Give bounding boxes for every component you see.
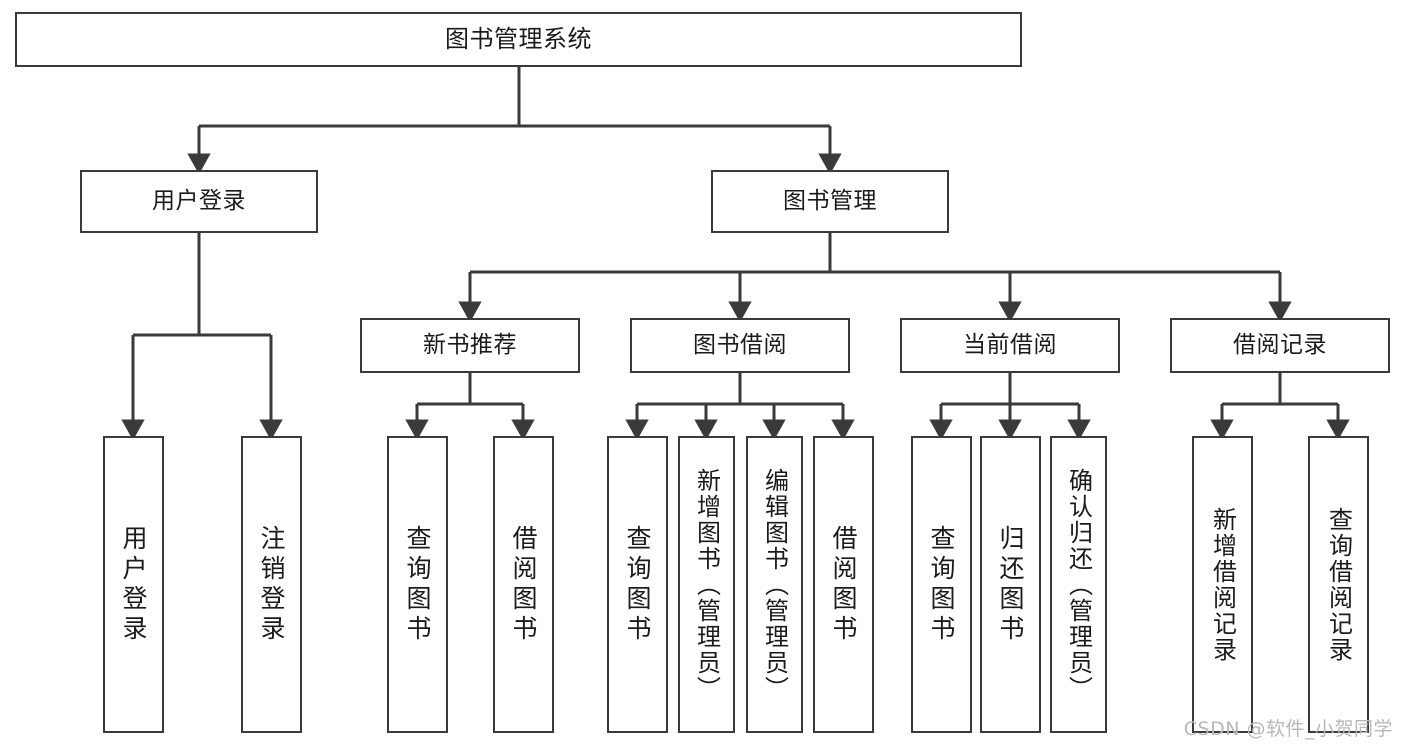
node-label: 借阅图书 — [829, 524, 858, 645]
node-leaf-add-book-admin[interactable]: 新增图书（管理员） — [678, 436, 735, 733]
node-leaf-borrow-book-recommend[interactable]: 借阅图书 — [493, 436, 554, 733]
node-label: 查询图书 — [623, 524, 652, 645]
node-user-login[interactable]: 用户登录 — [80, 170, 318, 233]
node-root-book-management-system[interactable]: 图书管理系统 — [15, 12, 1022, 67]
node-label: 新书推荐 — [423, 331, 517, 358]
node-leaf-query-book-recommend[interactable]: 查询图书 — [387, 436, 448, 733]
node-leaf-edit-book-admin[interactable]: 编辑图书（管理员） — [746, 436, 803, 733]
csdn-watermark: CSDN @软件_小贺同学 — [1183, 718, 1393, 740]
node-leaf-return-book[interactable]: 归还图书 — [980, 436, 1041, 733]
node-label: 借阅图书 — [509, 524, 538, 645]
node-label: 图书管理系统 — [445, 25, 592, 54]
node-label: 新增借阅记录 — [1208, 506, 1237, 663]
node-new-book-recommend[interactable]: 新书推荐 — [360, 318, 580, 373]
node-borrow-record[interactable]: 借阅记录 — [1170, 318, 1390, 373]
node-label: 图书管理 — [783, 187, 877, 214]
node-current-borrow[interactable]: 当前借阅 — [900, 318, 1120, 373]
node-label: 查询图书 — [927, 524, 956, 645]
node-label: 查询图书 — [403, 524, 432, 645]
node-label: 新增图书（管理员） — [692, 467, 721, 702]
node-label: 用户登录 — [119, 524, 148, 645]
node-label: 借阅记录 — [1233, 331, 1327, 358]
node-leaf-user-login[interactable]: 用户登录 — [103, 436, 164, 733]
node-label: 图书借阅 — [693, 331, 787, 358]
node-leaf-query-book-current[interactable]: 查询图书 — [911, 436, 972, 733]
node-leaf-query-book-borrow[interactable]: 查询图书 — [607, 436, 668, 733]
node-label: 注销登录 — [257, 524, 286, 645]
node-leaf-borrow-book[interactable]: 借阅图书 — [813, 436, 874, 733]
node-leaf-logout[interactable]: 注销登录 — [241, 436, 302, 733]
node-label: 用户登录 — [152, 187, 246, 214]
node-label: 确认归还（管理员） — [1064, 467, 1093, 702]
node-book-management[interactable]: 图书管理 — [711, 170, 949, 233]
node-label: 查询借阅记录 — [1324, 506, 1353, 663]
node-label: 归还图书 — [996, 524, 1025, 645]
node-label: 编辑图书（管理员） — [760, 467, 789, 702]
node-label: 当前借阅 — [963, 331, 1057, 358]
node-leaf-add-borrow-record[interactable]: 新增借阅记录 — [1192, 436, 1253, 733]
node-leaf-confirm-return-admin[interactable]: 确认归还（管理员） — [1050, 436, 1107, 733]
node-leaf-query-borrow-record[interactable]: 查询借阅记录 — [1308, 436, 1369, 733]
node-book-borrow[interactable]: 图书借阅 — [630, 318, 850, 373]
